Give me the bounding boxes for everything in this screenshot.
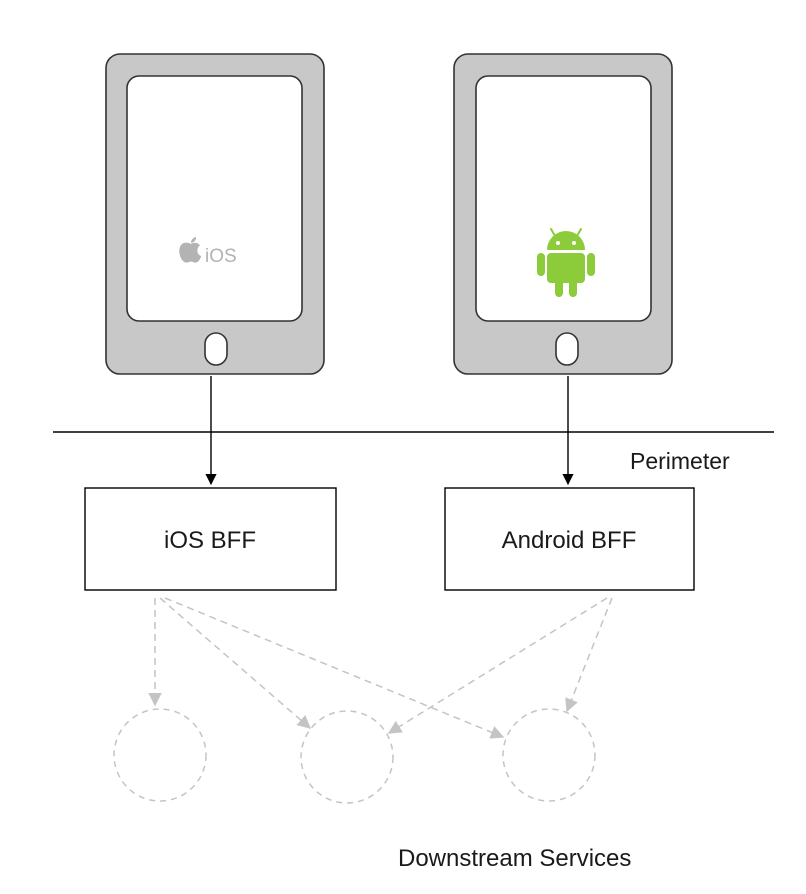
apple-logo-icon xyxy=(179,237,201,263)
android-phone xyxy=(453,53,673,375)
ios-phone: iOS xyxy=(105,53,325,375)
downstream-links xyxy=(148,597,613,739)
ios-home-button xyxy=(204,332,228,366)
ios-to-service-3-link xyxy=(164,597,505,739)
ios-phone-screen xyxy=(126,75,303,322)
ios-badge-text: iOS xyxy=(205,246,237,267)
perimeter-label: Perimeter xyxy=(630,448,730,474)
android-robot-icon xyxy=(537,228,595,297)
ios-bff-box: iOS BFF xyxy=(84,487,337,591)
android-to-service-3-link xyxy=(565,597,613,713)
downstream-service-1 xyxy=(113,708,207,802)
ios-bff-label: iOS BFF xyxy=(164,527,256,554)
ios-to-service-2-link xyxy=(159,597,312,729)
android-bff-box: Android BFF xyxy=(444,487,695,591)
downstream-service-3 xyxy=(502,708,596,802)
downstream-service-2 xyxy=(300,710,394,804)
downstream-services-label: Downstream Services xyxy=(398,845,631,872)
android-to-service-2-link xyxy=(387,597,608,734)
android-bff-label: Android BFF xyxy=(502,527,637,554)
android-phone-screen xyxy=(475,75,652,322)
downstream-services xyxy=(113,708,596,804)
android-home-button xyxy=(555,332,579,366)
